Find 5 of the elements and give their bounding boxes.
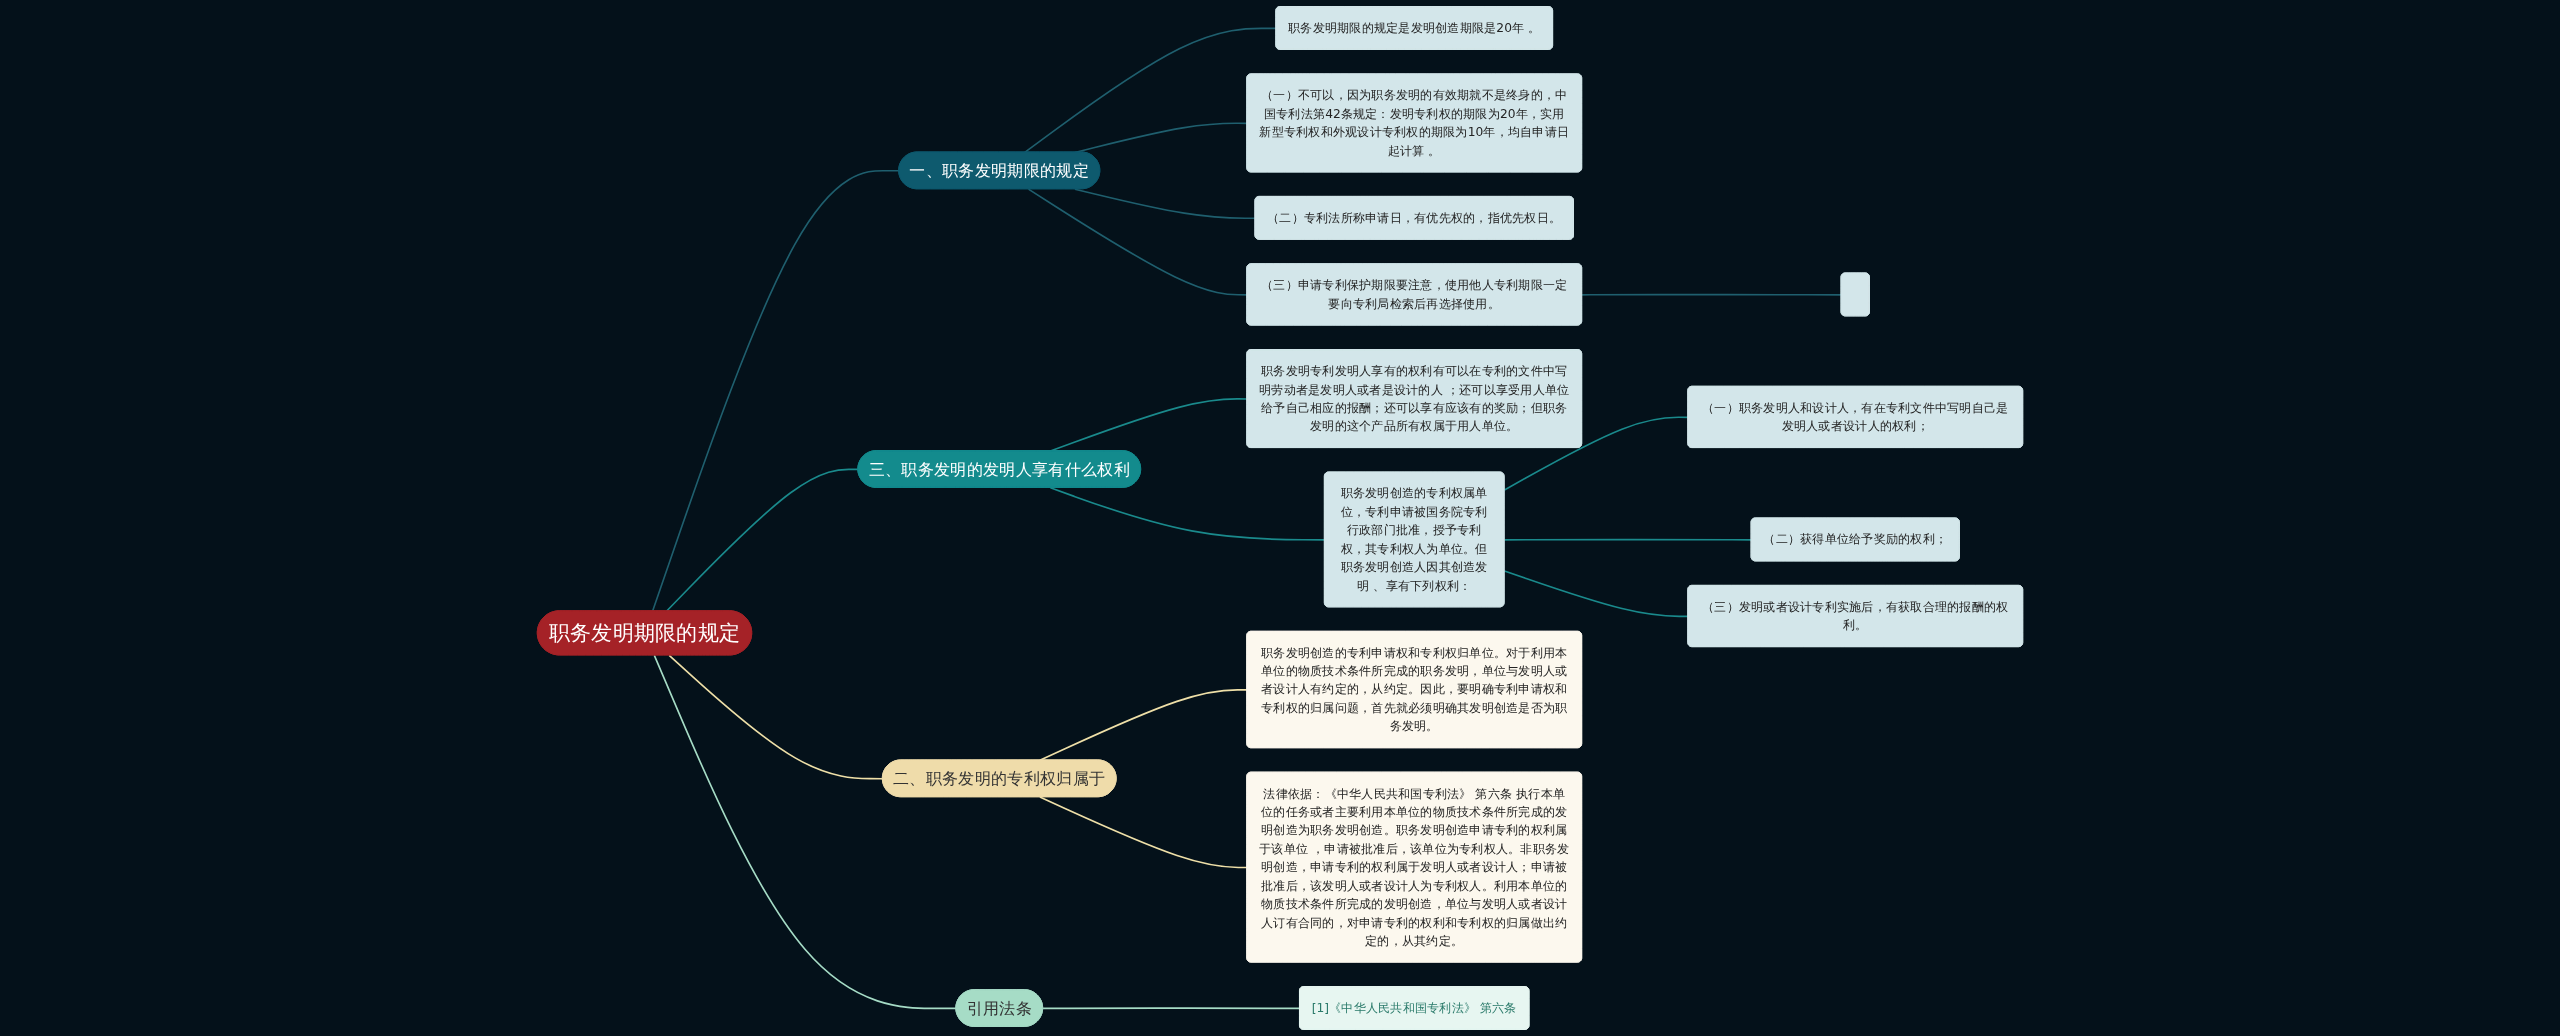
- connector: [1049, 486, 1326, 541]
- connector: [668, 654, 884, 780]
- connector: [1042, 1007, 1301, 1010]
- connector: [1581, 293, 1843, 296]
- connector: [1503, 538, 1753, 541]
